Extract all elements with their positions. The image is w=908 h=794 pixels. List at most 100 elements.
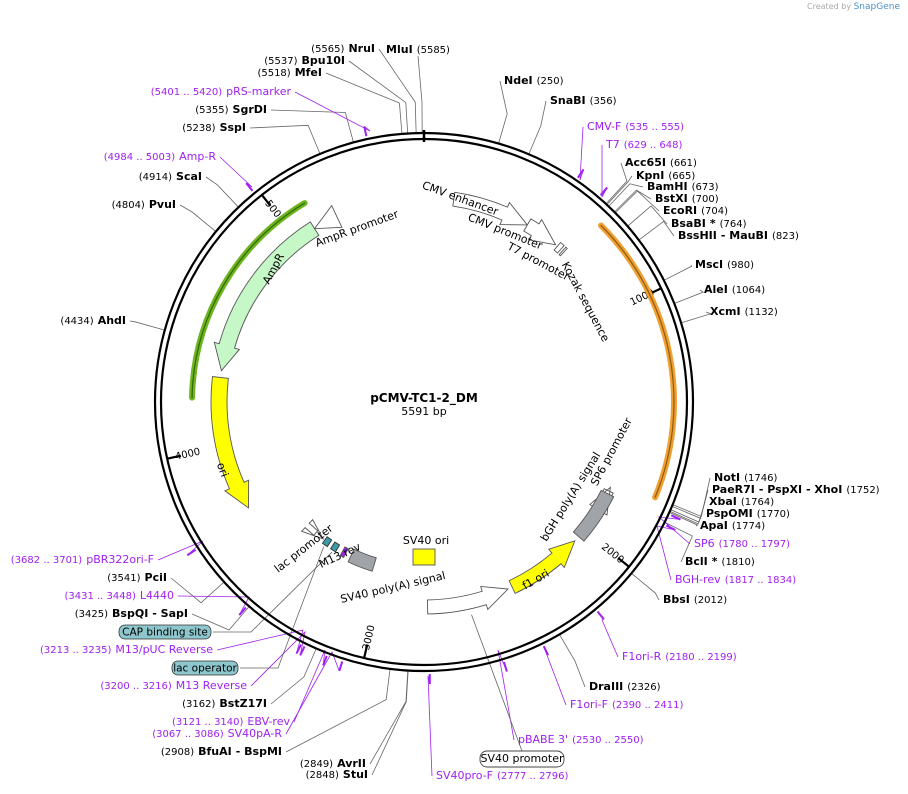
site-acc65i: Acc65I(661) (625, 156, 697, 169)
feature-cmv-promoter (523, 218, 557, 246)
site-snabi: SnaBI(356) (550, 94, 617, 107)
site-line-xcmi (680, 311, 712, 324)
features (189, 191, 677, 615)
site-line-bpu10i (348, 60, 409, 134)
site-bamhi-part-2: (673) (692, 182, 719, 193)
site-pvui: (4804)PvuI (112, 198, 176, 211)
site-stui: (2848)StuI (306, 768, 368, 781)
primer-amp-r-part-1: Amp-R (179, 150, 216, 163)
site-acc65i-part-0: Acc65I (625, 156, 666, 169)
site-ecori-part-2: (704) (701, 206, 728, 217)
site-mlui-part-0: MluI (386, 43, 413, 56)
site-kpni-part-2: (665) (668, 171, 695, 182)
primer-f1ori-f-part-1: (2390 .. 2411) (612, 700, 684, 711)
primer-sp6: SP6 (1780 .. 1797) (694, 537, 790, 550)
primer-sv40pro-f: SV40pro-F(2777 .. 2796) (436, 769, 569, 782)
primer-mark-amp-r (245, 182, 254, 192)
orf-band-outer-line (600, 224, 675, 498)
site-bsabi-part-1: * (710, 217, 716, 230)
site-pcii-part-0: (3541) (107, 573, 140, 584)
feature-lac-operator-label-box (171, 660, 239, 676)
snapgene-logo: SnapGene (853, 2, 900, 12)
primer-ebv-rev-part-1: EBV-rev (247, 715, 290, 728)
sv40-promoter-label-box (479, 750, 565, 768)
primer-mark-m13-reverse (299, 645, 306, 656)
primer-mark-f1ori-r (596, 610, 605, 620)
feature-t7-promoter (553, 241, 565, 254)
feature-sv40-ori (412, 548, 436, 566)
primer-m13-reverse: (3200 .. 3216)M13 Reverse (100, 679, 247, 692)
site-sspi-part-0: (5238) (182, 123, 215, 134)
site-bsabi: BsaBI*(764) (671, 217, 747, 230)
primer-bgh-rev: BGH-rev(1817 .. 1834) (675, 573, 796, 586)
feature-m13-rev (339, 546, 349, 559)
site-xbai-part-0: XbaI (709, 495, 737, 508)
site-bstz17i-part-1: BstZ17I (219, 697, 267, 710)
site-pspomi: PspOMI(1770) (706, 507, 790, 520)
site-apai-part-0: ApaI (700, 519, 728, 532)
site-apai-part-2: (1774) (732, 521, 765, 532)
site-ndei-part-0: NdeI (504, 74, 533, 87)
feature-ampr-promoter (313, 204, 343, 230)
primer-line-m13-puc-reverse (216, 629, 304, 654)
feature-cmv-enhancer (452, 191, 529, 226)
primer-sv40pa-r: (3067 .. 3086)SV40pA-R (152, 727, 282, 740)
primer-mark-m13-puc-reverse (295, 644, 302, 654)
site-pvui-part-0: (4804) (112, 200, 145, 211)
site-bstxi-part-0: BstXI (655, 192, 688, 205)
primer-pbr322ori-f-part-0: (3682 .. 3701) (11, 555, 83, 566)
site-bsshii-part-1: - MauBI (721, 229, 768, 242)
primer-line-l4440 (177, 595, 250, 616)
feature-label-sv40-promoter: SV40 promoter (480, 752, 564, 765)
site-noti: NotI(1746) (714, 471, 777, 484)
site-line-avrii (369, 670, 409, 765)
site-line-noti (672, 477, 711, 517)
site-xbai: XbaI (1764) (709, 495, 774, 508)
feature-ampr (213, 221, 320, 372)
site-msci-part-0: MscI (695, 258, 723, 271)
primer-prs-marker-part-0: (5401 .. 5420) (151, 87, 223, 98)
feature-kozak-sequence (558, 246, 568, 257)
primer-f1ori-r-part-1: (2180 .. 2199) (665, 652, 737, 663)
primer-line-cmv-f (579, 126, 584, 181)
site-line-bstxi (614, 189, 652, 213)
primer-sp6-part-1: (1780 .. 1797) (719, 539, 791, 550)
site-alei: AleI(1064) (704, 283, 765, 296)
site-noti-part-2: (1746) (744, 473, 777, 484)
primer-line-f1ori-f (544, 649, 567, 706)
site-line-pspomi (669, 510, 703, 525)
site-stui-part-0: (2848) (306, 770, 339, 781)
primer-t7: T7(629 .. 648) (605, 138, 683, 151)
primer-prs-marker-part-1: pRS-marker (226, 85, 291, 98)
primer-f1ori-r-part-0: F1ori-R (622, 650, 662, 663)
primer-mark-l4440 (238, 606, 247, 616)
site-paer7i-part-1: - PspXI - XhoI (759, 483, 842, 496)
site-line-pcii (170, 577, 225, 604)
primer-line-pbabe-3 (497, 649, 515, 741)
site-line-mlui (417, 55, 423, 134)
site-bbsi-part-0: BbsI (663, 593, 690, 606)
site-line-snabi (528, 100, 547, 155)
site-line-stui (371, 670, 409, 776)
site-mlui-part-2: (5585) (417, 45, 450, 56)
site-line-nrui (378, 48, 417, 134)
site-line-sspi (249, 124, 321, 155)
sv40-promoter-line (471, 614, 523, 752)
tick-label-3000: 3000 (361, 624, 378, 651)
site-xbai-part-2: (1764) (741, 497, 774, 508)
primer-marks (186, 126, 681, 684)
leader-lines (129, 48, 712, 777)
primer-mark-ebv-rev (322, 655, 328, 666)
primer-cmv-f-part-0: CMV-F (587, 120, 621, 133)
primer-f1ori-r: F1ori-R(2180 .. 2199) (622, 650, 737, 663)
site-ndei: NdeI (250) (504, 74, 564, 87)
feature-f1-ori (508, 540, 576, 595)
primer-pbr322ori-f-part-1: pBR322ori-F (86, 553, 154, 566)
site-bfuai: (2908)BfuAI- BspMI (161, 745, 282, 758)
primer-sp6-part-0: SP6 (694, 537, 715, 550)
site-ndei-part-2: (250) (537, 76, 564, 87)
feature-label-cmv-enhancer: CMV enhancer (420, 179, 500, 219)
site-line-bsshii (638, 220, 675, 241)
site-bsshii-part-0: BssHII (678, 229, 717, 242)
plasmid-name: pCMV-TC1-2_DM (370, 391, 478, 406)
